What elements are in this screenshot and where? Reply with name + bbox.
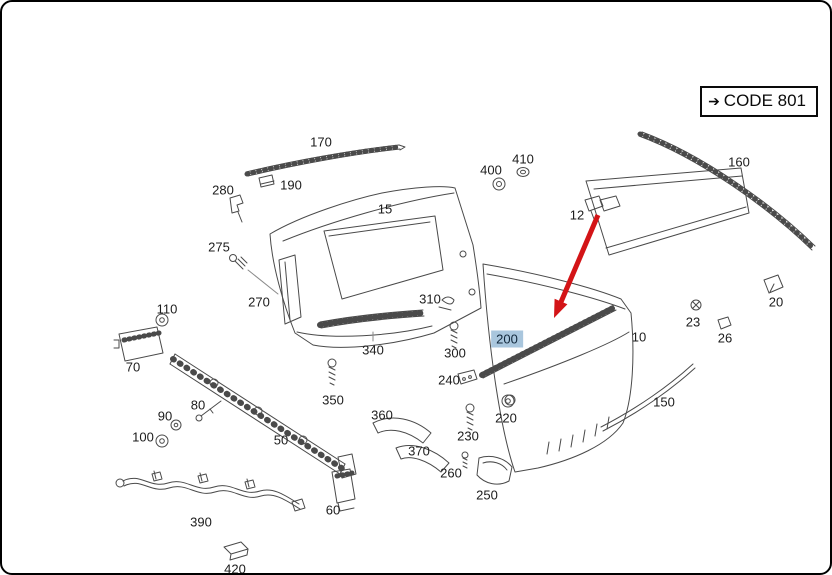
part-label-270: 270 (248, 294, 270, 310)
code-box: ➔ CODE 801 (700, 86, 818, 117)
part-label-420: 420 (224, 561, 246, 575)
part-label-190: 190 (280, 177, 302, 193)
part-110-grommet (155, 313, 169, 327)
part-190-clip (258, 174, 275, 188)
part-label-12: 12 (569, 207, 585, 223)
part-230-bolt (465, 403, 475, 431)
part-label-310: 310 (419, 291, 441, 307)
part-270-bracket (278, 254, 302, 325)
part-label-300: 300 (444, 345, 466, 361)
part-240-clip (457, 369, 478, 385)
part-label-80: 80 (190, 397, 206, 413)
part-label-340: 340 (362, 342, 384, 358)
part-label-275: 275 (208, 239, 230, 255)
part-label-370: 370 (408, 443, 430, 459)
part-label-23: 23 (685, 314, 701, 330)
part-label-100: 100 (132, 429, 154, 445)
part-200-trim-strip (479, 304, 618, 379)
part-310-clip (438, 296, 455, 311)
part-label-26: 26 (717, 330, 733, 346)
part-70-bracket (113, 326, 164, 362)
rear-panel (585, 167, 750, 256)
part-label-170: 170 (310, 134, 332, 150)
part-340-trim (317, 309, 426, 342)
part-370-bracket (395, 445, 450, 473)
part-20-bracket (763, 274, 784, 294)
part-250-bracket (476, 455, 513, 485)
part-150-trim-strip (600, 363, 696, 432)
part-350-screw (327, 358, 337, 386)
part-label-90: 90 (157, 408, 173, 424)
part-100-grommet (155, 434, 169, 448)
part-90-ring (170, 419, 182, 431)
part-label-20: 20 (768, 294, 784, 310)
arrow-icon: ➔ (708, 92, 720, 109)
part-160-trim-strip (637, 131, 816, 251)
pointer-arrow-icon (554, 214, 601, 318)
part-23-screw (690, 299, 702, 311)
part-label-250: 250 (476, 487, 498, 503)
part-390-harness (115, 470, 306, 512)
part-label-200: 200 (491, 330, 523, 348)
part-60-bracket (331, 468, 356, 512)
code-label: CODE 801 (723, 91, 806, 110)
part-80-bolt (195, 400, 222, 422)
part-410-ring (516, 167, 530, 177)
part-12-bracket (584, 195, 604, 220)
part-26-clip (717, 316, 732, 330)
part-260-screw (461, 451, 469, 469)
part-label-110: 110 (156, 301, 178, 317)
part-label-60: 60 (325, 502, 341, 518)
part-label-70: 70 (125, 359, 141, 375)
part-360-bracket (372, 417, 432, 444)
part-300-screw (449, 321, 459, 349)
part-label-50: 50 (273, 432, 289, 448)
part-label-10: 10 (631, 329, 647, 345)
part-label-350: 350 (322, 392, 344, 408)
part-label-410: 410 (512, 151, 534, 167)
part-400-sensor (492, 177, 506, 191)
part-label-400: 400 (480, 162, 502, 178)
part-label-260: 260 (440, 465, 462, 481)
part-label-230: 230 (457, 428, 479, 444)
part-420-clip (223, 541, 249, 561)
part-label-280: 280 (212, 182, 234, 198)
part-15-bumper-cover (269, 186, 482, 348)
part-280-bracket (229, 194, 244, 223)
part-label-150: 150 (653, 394, 675, 410)
part-170-trim-strip (244, 144, 406, 177)
part-275-screw (229, 254, 279, 295)
part-label-360: 360 (371, 407, 393, 423)
part-label-240: 240 (438, 372, 460, 388)
part-label-390: 390 (190, 514, 212, 530)
part-220-grommet (501, 394, 515, 408)
part-label-160: 160 (728, 154, 750, 170)
part-label-15: 15 (377, 201, 393, 217)
part-label-220: 220 (495, 410, 517, 426)
